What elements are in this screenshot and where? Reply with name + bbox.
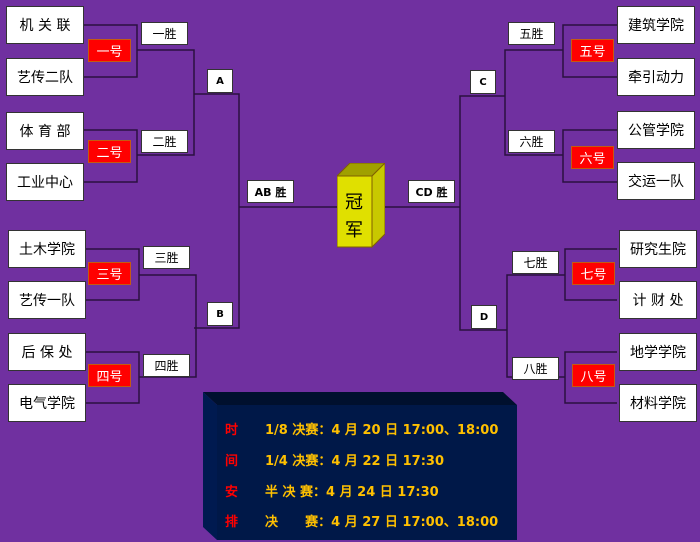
team-yanjiusheng: 研究生院 [619, 230, 697, 268]
team-jiguanlian: 机 关 联 [6, 6, 84, 44]
schedule-text: 决 赛：4 月 27 日 17:00、18:00 [265, 515, 499, 530]
schedule-panel: 时 1/8 决赛：4 月 20 日 17:00、18:00 间 1/4 决赛：4 月… [217, 405, 517, 540]
match-7-label: 七号 [572, 262, 615, 285]
semi-d: D [471, 305, 497, 329]
team-dianqi: 电气学院 [8, 384, 86, 422]
schedule-row: 安 半 决 赛：4 月 24 日 17:30 [225, 481, 439, 500]
team-jiaoyun-1: 交运一队 [617, 162, 695, 200]
team-gongye-zhongxin: 工业中心 [6, 163, 84, 201]
winner-4: 四胜 [143, 354, 190, 377]
match-6-label: 六号 [571, 146, 614, 169]
winner-8: 八胜 [512, 357, 559, 380]
team-gongguan: 公管学院 [617, 111, 695, 149]
winner-7: 七胜 [512, 251, 559, 274]
match-4-label: 四号 [88, 364, 131, 387]
champion-block: 冠 军 [337, 163, 385, 248]
team-qianyin: 牵引动力 [617, 58, 695, 96]
semi-b: B [207, 302, 233, 326]
team-tiyubu: 体 育 部 [6, 112, 84, 150]
champion-cube-shape [337, 163, 385, 248]
match-5-label: 五号 [571, 39, 614, 62]
schedule-row: 间 1/4 决赛：4 月 22 日 17:30 [225, 450, 444, 469]
team-jicaichu: 计 财 处 [619, 281, 697, 319]
team-cailiao: 材料学院 [619, 384, 697, 422]
semi-a: A [207, 69, 233, 93]
winner-6: 六胜 [508, 130, 555, 153]
team-jianzhu: 建筑学院 [617, 6, 695, 44]
schedule-box-shape [203, 392, 517, 540]
match-8-label: 八号 [572, 364, 615, 387]
team-yichuan-1: 艺传一队 [8, 281, 86, 319]
schedule-key: 时 [225, 423, 239, 438]
schedule-row: 排 决 赛：4 月 27 日 17:00、18:00 [225, 511, 498, 530]
schedule-key: 安 [225, 485, 239, 500]
schedule-row: 时 1/8 决赛：4 月 20 日 17:00、18:00 [225, 419, 498, 438]
winner-3: 三胜 [143, 246, 190, 269]
team-yichuan-2: 艺传二队 [6, 58, 84, 96]
champion-char-2: 军 [345, 220, 363, 241]
match-3-label: 三号 [88, 262, 131, 285]
winner-5: 五胜 [508, 22, 555, 45]
schedule-text: 1/8 决赛：4 月 20 日 17:00、18:00 [265, 423, 499, 438]
schedule-text: 1/4 决赛：4 月 22 日 17:30 [265, 454, 444, 469]
champion-char-1: 冠 [345, 192, 363, 213]
team-tumu: 土木学院 [8, 230, 86, 268]
final-cd-winner: CD 胜 [408, 180, 455, 203]
semi-c: C [470, 70, 496, 94]
schedule-text: 半 决 赛：4 月 24 日 17:30 [265, 485, 439, 500]
team-houbaochu: 后 保 处 [8, 333, 86, 371]
schedule-key: 排 [225, 515, 239, 530]
schedule-key: 间 [225, 454, 239, 469]
match-2-label: 二号 [88, 140, 131, 163]
winner-1: 一胜 [141, 22, 188, 45]
match-1-label: 一号 [88, 39, 131, 62]
team-dixue: 地学学院 [619, 333, 697, 371]
final-ab-winner: AB 胜 [247, 180, 294, 203]
winner-2: 二胜 [141, 130, 188, 153]
